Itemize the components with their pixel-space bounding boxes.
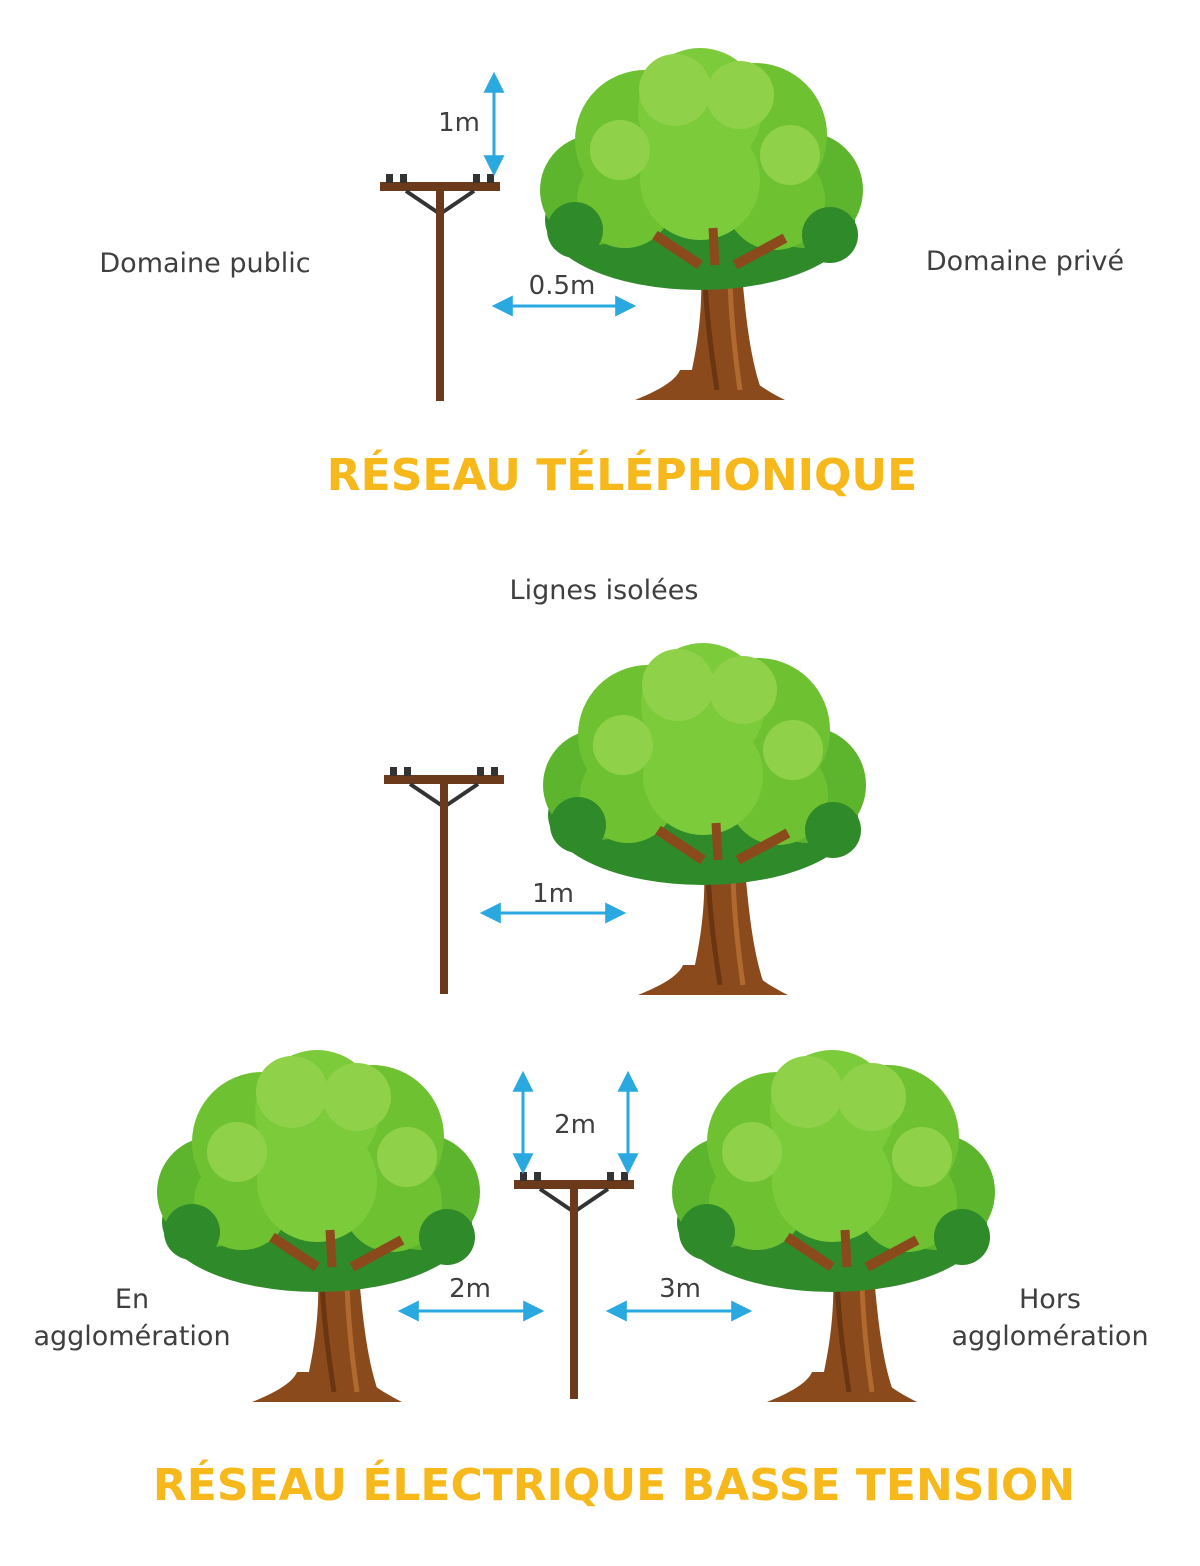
tree-icon (543, 643, 866, 995)
vertical-clearance-label: 2m (554, 1110, 596, 1140)
utility-pole-icon (378, 172, 502, 403)
utility-pole-icon (382, 765, 506, 996)
left-clearance-label: 2m (449, 1274, 491, 1304)
en-label-line1: En (115, 1284, 149, 1315)
agglomeration-label-line2: agglomération (951, 1321, 1148, 1352)
tree-icon (540, 48, 863, 400)
horizontal-clearance-label: 0.5m (529, 271, 596, 301)
agglomeration-label-line2: agglomération (33, 1321, 230, 1352)
tree-icon (672, 1050, 995, 1402)
insulated-clearance-label: 1m (532, 879, 574, 909)
right-clearance-label: 3m (659, 1274, 701, 1304)
domaine-prive-label: Domaine privé (926, 246, 1124, 277)
lignes-isolees-label: Lignes isolées (510, 575, 699, 606)
telephone-title: RÉSEAU TÉLÉPHONIQUE (327, 448, 917, 501)
telephone-section: Domaine public Domaine privé 1m 0.5m RÉS… (99, 48, 1124, 501)
electric-title: RÉSEAU ÉLECTRIQUE BASSE TENSION (153, 1458, 1075, 1511)
utility-pole-icon (512, 1170, 636, 1401)
electric-section: Lignes isolées 1m 2m 2m 3m En agglomérat… (33, 575, 1148, 1511)
hors-label-line1: Hors (1019, 1284, 1081, 1315)
vertical-clearance-label: 1m (438, 108, 480, 138)
domaine-public-label: Domaine public (99, 248, 310, 279)
